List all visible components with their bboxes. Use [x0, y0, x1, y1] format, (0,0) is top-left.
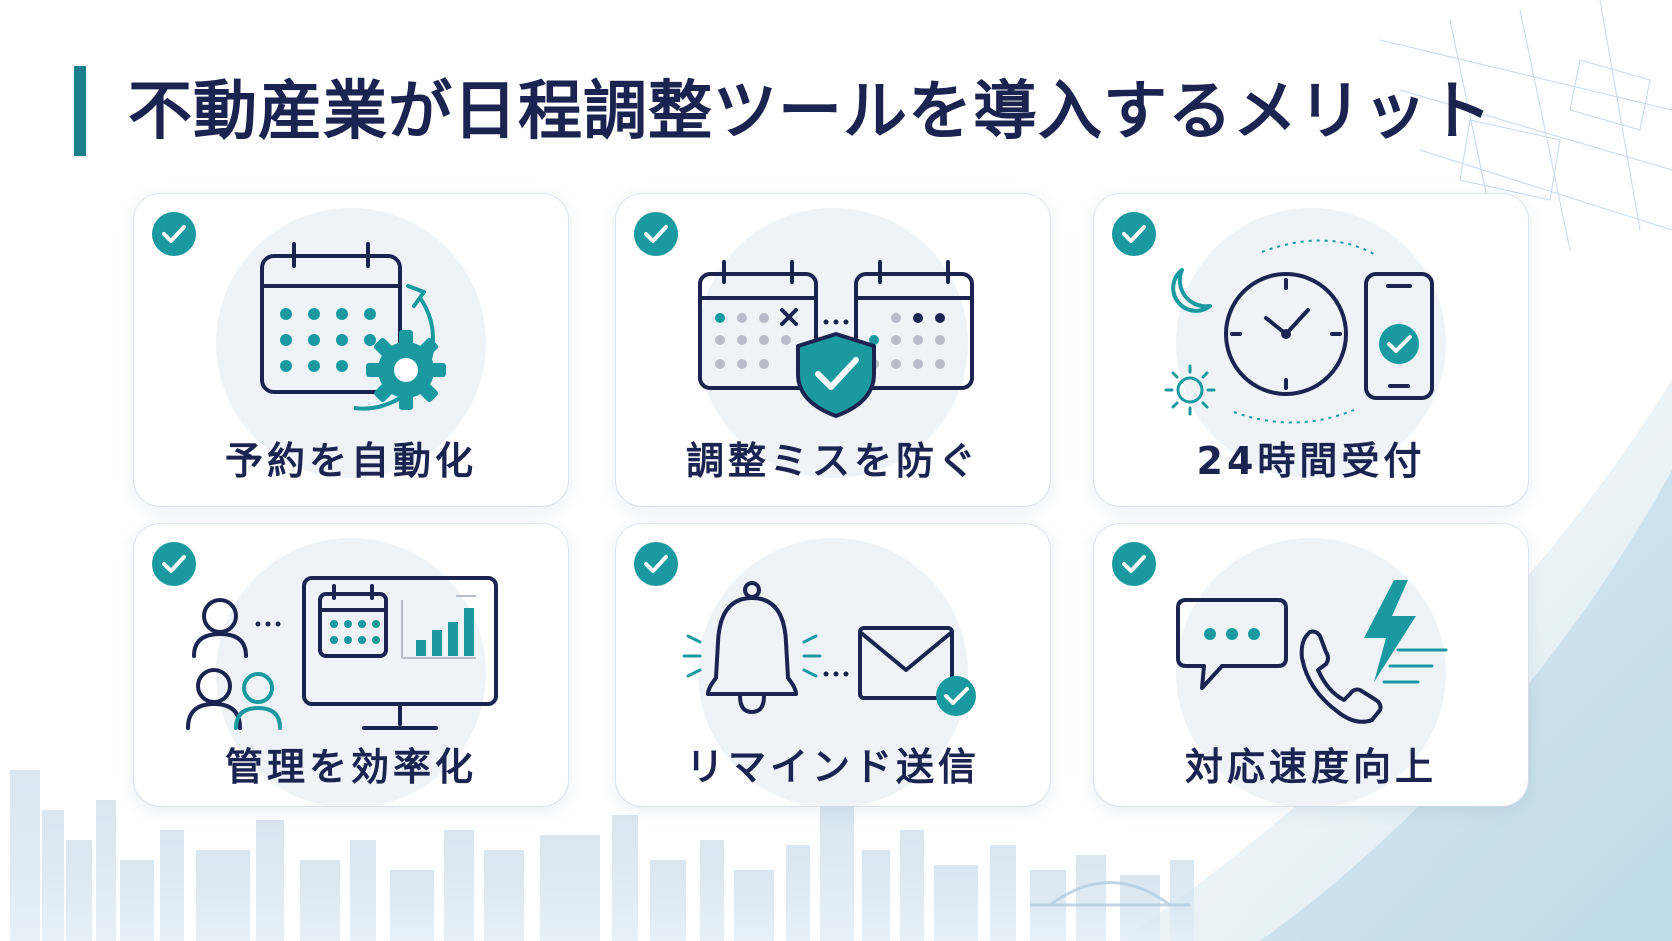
card-label: 24時間受付 — [1196, 439, 1426, 483]
title-accent-bar — [74, 66, 86, 156]
check-circle-icon — [634, 212, 678, 256]
benefit-card-prevent-errors: 調整ミスを防ぐ — [616, 194, 1050, 506]
card-label: 管理を効率化 — [224, 745, 477, 789]
calendar-gear-icon — [260, 242, 446, 411]
benefit-card-auto-booking: 予約を自動化 — [134, 194, 568, 506]
icon-halo — [216, 538, 486, 806]
card-label: 調整ミスを防ぐ — [685, 439, 980, 483]
users-dashboard-icon — [186, 576, 498, 730]
check-circle-icon — [152, 542, 196, 586]
check-circle-icon — [152, 212, 196, 256]
page-title: 不動産業が日程調整ツールを導入するメリット — [128, 74, 1493, 149]
icon-halo — [698, 538, 968, 806]
check-circle-icon — [1112, 542, 1156, 586]
card-label: 対応速度向上 — [1184, 745, 1437, 789]
clock-phone-icon — [1164, 239, 1434, 424]
benefit-card-response-speed: 対応速度向上 — [1094, 524, 1528, 806]
card-label: リマインド送信 — [685, 745, 980, 789]
chat-phone-bolt-icon — [1176, 580, 1448, 724]
calendar-shield-icon — [698, 260, 974, 418]
benefit-card-reminder: リマインド送信 — [616, 524, 1050, 806]
benefit-card-24h-reception: 24時間受付 — [1094, 194, 1528, 506]
bell-mail-icon — [682, 581, 976, 716]
card-label: 予約を自動化 — [224, 439, 477, 483]
benefit-card-efficient-management: 管理を効率化 — [134, 524, 568, 806]
check-circle-icon — [1112, 212, 1156, 256]
check-circle-icon — [634, 542, 678, 586]
